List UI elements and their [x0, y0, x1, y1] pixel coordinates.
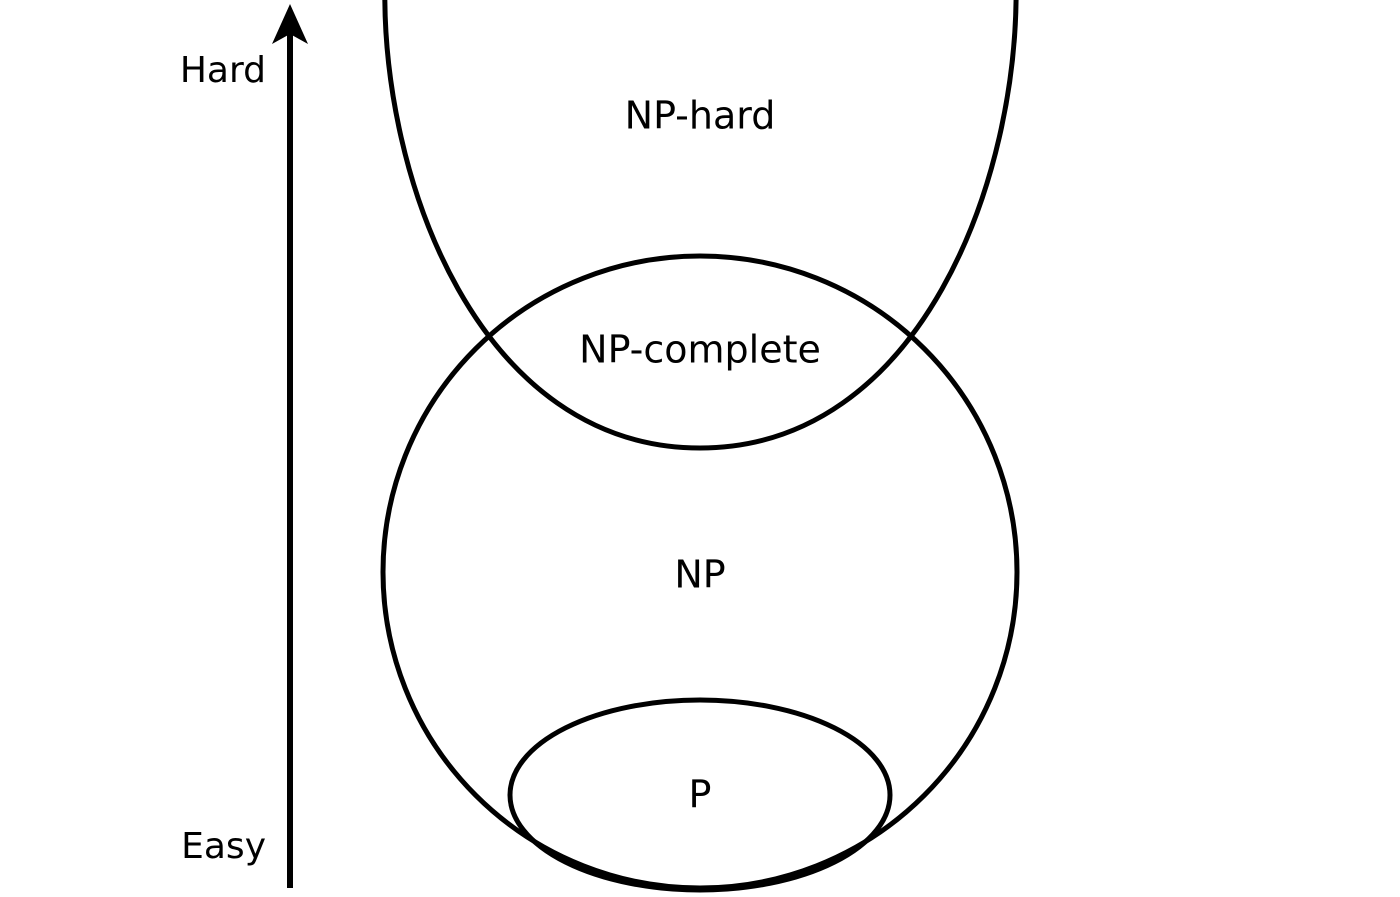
arrow-head-icon	[272, 4, 308, 44]
np-hard-label: NP-hard	[625, 94, 776, 138]
axis-label-hard: Hard	[180, 50, 266, 91]
difficulty-axis: Hard Easy	[180, 4, 308, 888]
np-label: NP	[674, 553, 725, 597]
np-hard-region	[382, 0, 1019, 451]
p-label: P	[689, 773, 712, 817]
p-region	[507, 697, 893, 893]
axis-label-easy: Easy	[181, 826, 266, 867]
np-complete-label: NP-complete	[579, 328, 821, 372]
